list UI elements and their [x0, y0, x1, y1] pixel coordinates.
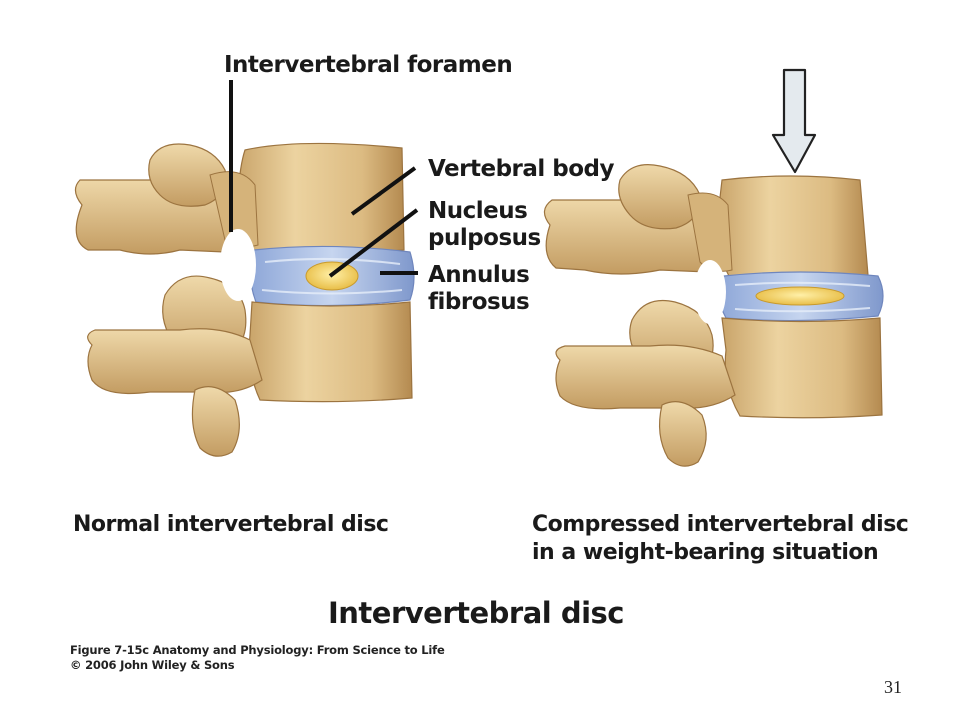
label-annulus-line2: fibrosus — [428, 289, 530, 315]
compressed-spine-illustration — [543, 68, 884, 467]
figure-credit: Figure 7-15c Anatomy and Physiology: Fro… — [70, 643, 445, 673]
compressed-lower-vertebral-body — [721, 317, 883, 419]
page-number: 31 — [884, 677, 902, 697]
lower-transverse-process — [87, 328, 263, 395]
caption-compressed-disc: Compressed intervertebral disc in a weig… — [532, 511, 909, 567]
vertebral-body-leader-line — [350, 166, 417, 216]
caption-normal-disc: Normal intervertebral disc — [73, 512, 389, 537]
label-annulus-fibrosus: Annulus fibrosus — [428, 262, 530, 316]
leader-lines — [229, 80, 419, 278]
compressed-nucleus-pulposus — [755, 286, 845, 306]
compressed-upper-vertebral-body — [716, 175, 869, 281]
label-annulus-line1: Annulus — [428, 262, 530, 288]
credit-line2: © 2006 John Wiley & Sons — [70, 658, 235, 672]
label-vertebral-body: Vertebral body — [428, 156, 615, 182]
normal-spine-illustration — [74, 142, 415, 457]
intervertebral-foramen — [220, 229, 256, 301]
label-nucleus-line2: pulposus — [428, 225, 541, 251]
label-intervertebral-foramen: Intervertebral foramen — [224, 52, 513, 78]
down-arrow-icon — [771, 68, 817, 174]
nucleus-leader-line — [328, 208, 419, 278]
label-nucleus-pulposus: Nucleus pulposus — [428, 198, 541, 252]
lower-spinous-process — [191, 386, 240, 457]
caption-compressed-line2: in a weight-bearing situation — [532, 540, 879, 565]
figure-title: Intervertebral disc — [328, 596, 625, 630]
label-nucleus-line1: Nucleus — [428, 198, 528, 224]
lower-vertebral-body — [248, 301, 413, 403]
caption-compressed-line1: Compressed intervertebral disc — [532, 512, 909, 537]
credit-line1: Figure 7-15c Anatomy and Physiology: Fro… — [70, 643, 445, 657]
